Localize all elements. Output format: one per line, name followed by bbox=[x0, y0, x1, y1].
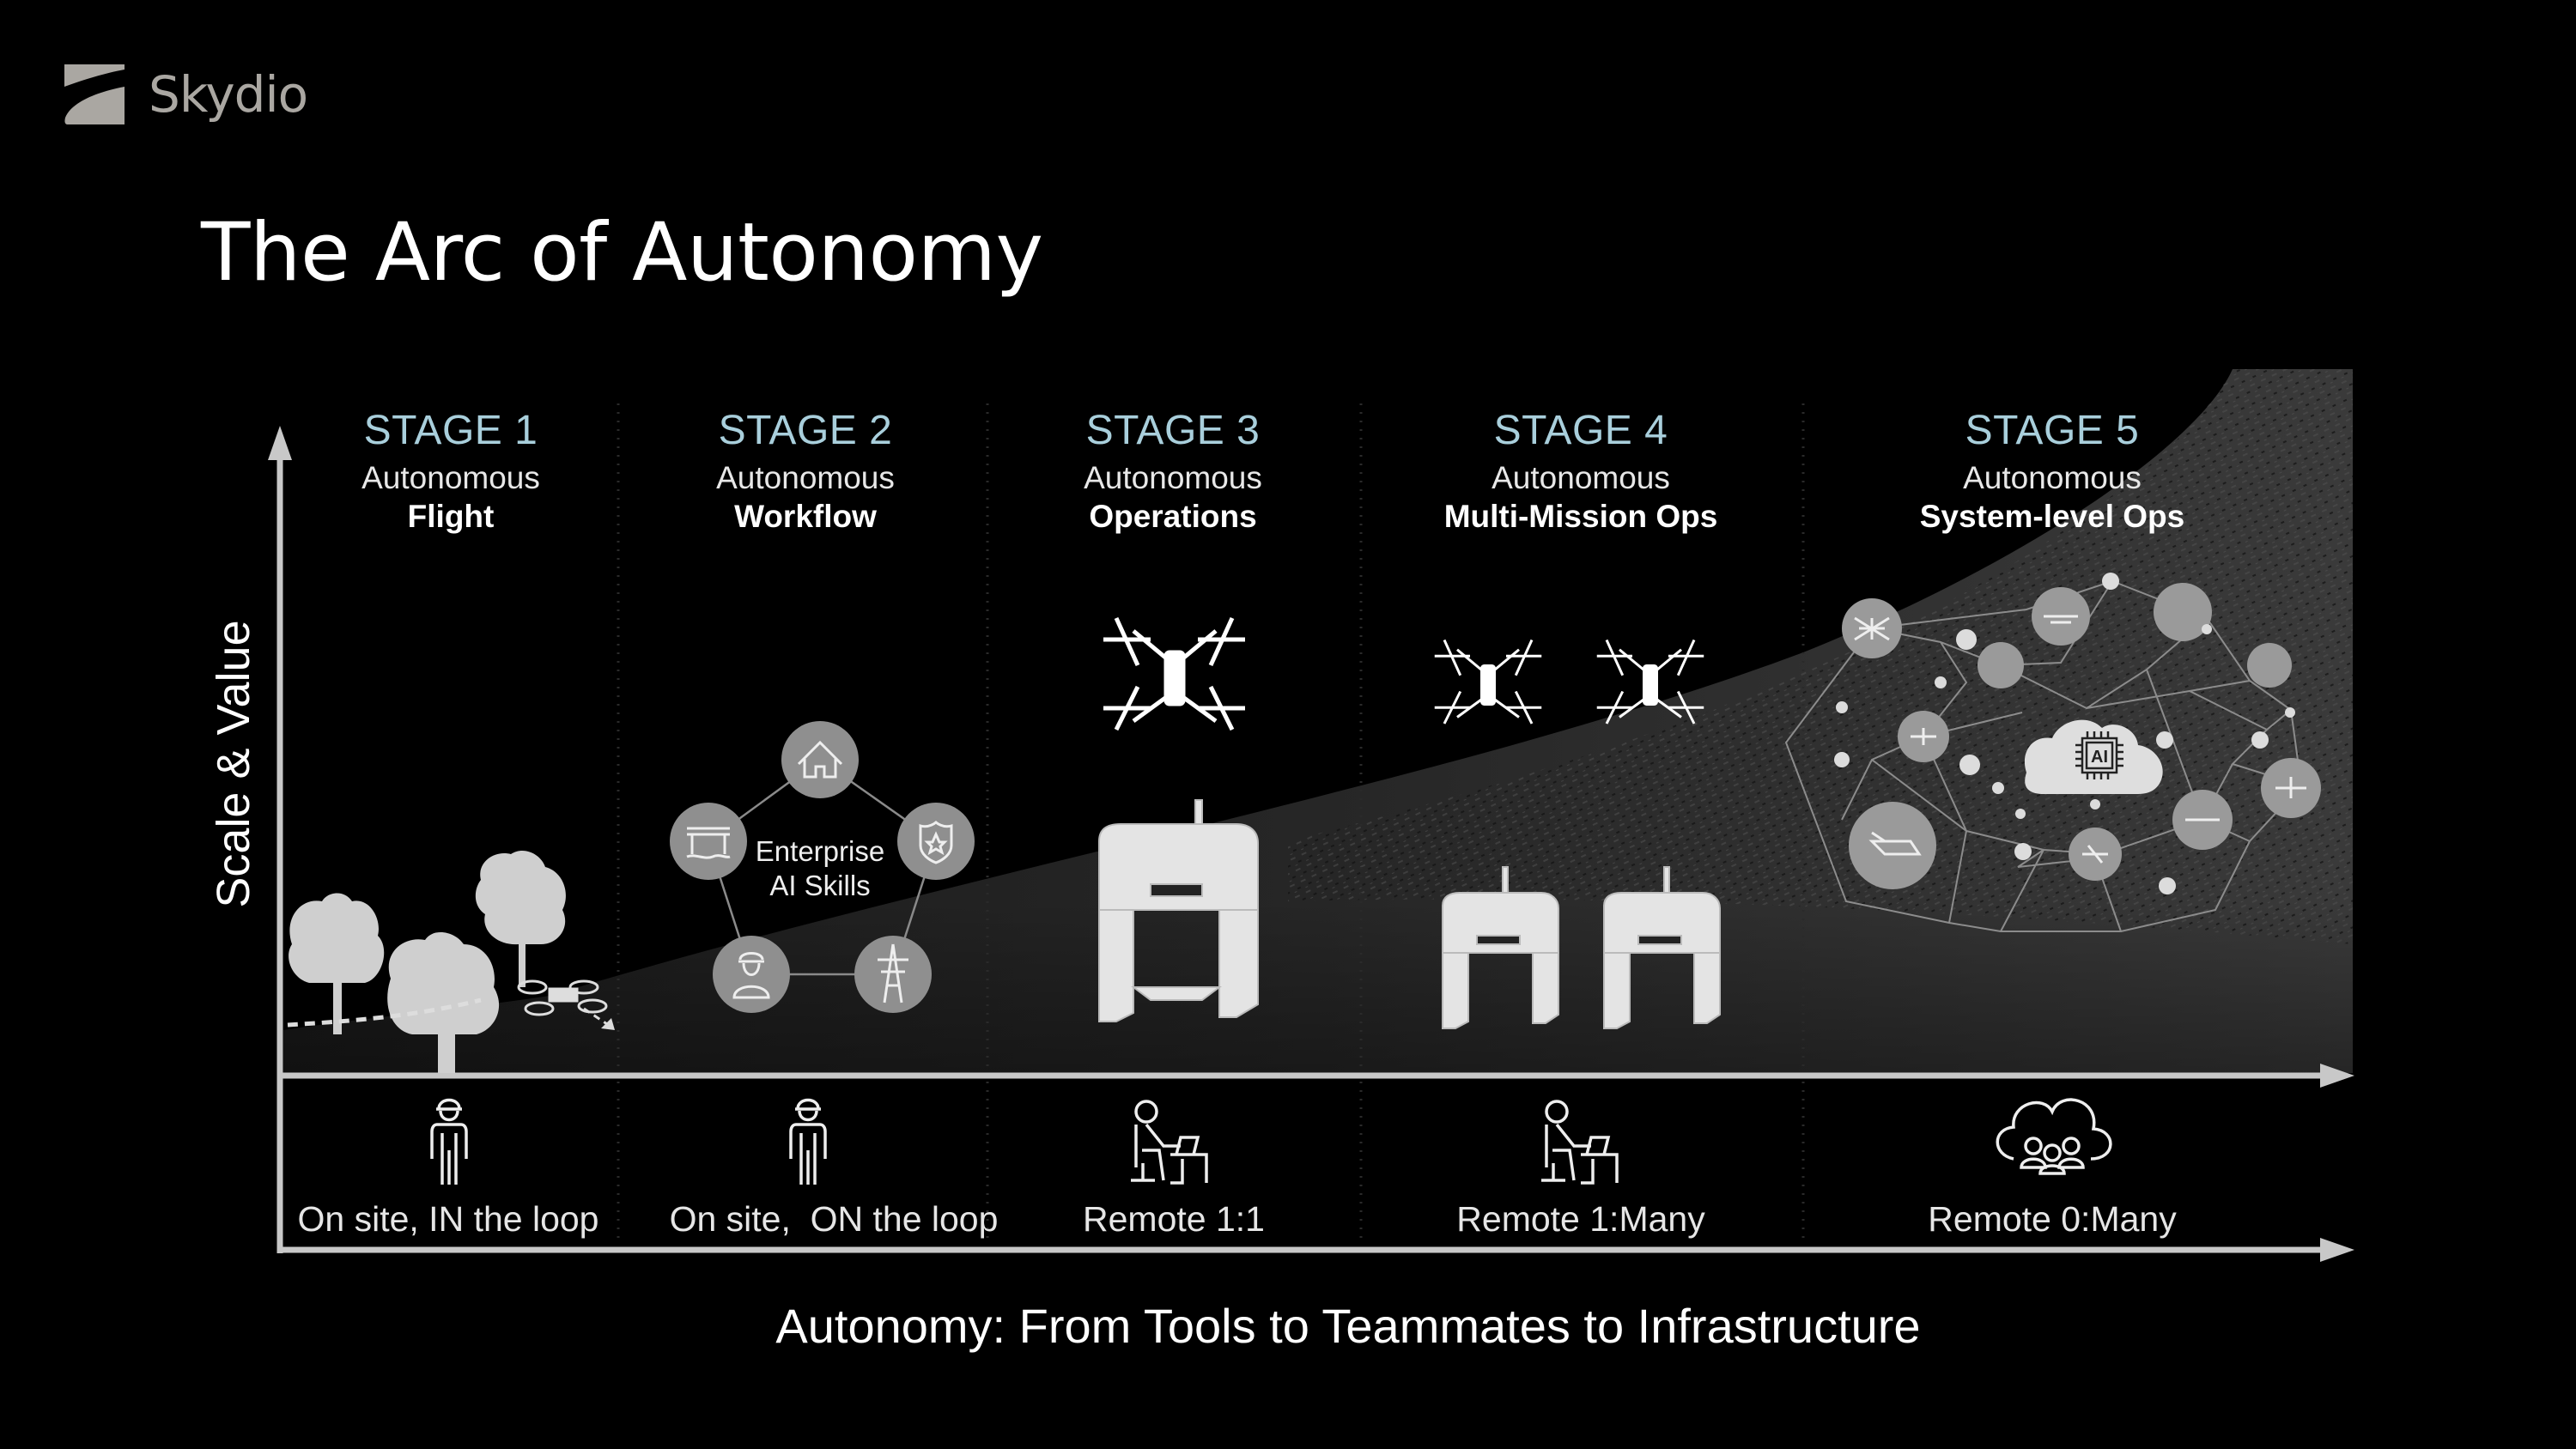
flight-path bbox=[287, 997, 482, 1028]
house-icon bbox=[797, 740, 843, 779]
slide-title: The Arc of Autonomy bbox=[201, 206, 1043, 300]
rising-arc-area bbox=[283, 369, 2353, 1073]
axes bbox=[268, 426, 2354, 1262]
stage-subtitle: Autonomous bbox=[716, 460, 895, 495]
hardhat-worker-icon-2 bbox=[789, 1098, 827, 1185]
stage-subtitle: Autonomous bbox=[1492, 460, 1670, 495]
operator-label-stage-1: On site, IN the loop bbox=[297, 1199, 599, 1239]
stage-number: STAGE 3 bbox=[1085, 408, 1261, 453]
stage5-network-nodes: AI bbox=[1834, 573, 2321, 894]
stage1-drone-icon bbox=[517, 979, 615, 1030]
remote-operator-desk-icon-2 bbox=[1541, 1100, 1619, 1185]
stage-name: System-level Ops bbox=[1919, 499, 2185, 534]
cloud-people-icon bbox=[1996, 1098, 2112, 1175]
hardhat-worker-icon-1 bbox=[430, 1098, 468, 1185]
x-axis-caption: Autonomy: From Tools to Teammates to Inf… bbox=[775, 1299, 1921, 1353]
stage-number: STAGE 1 bbox=[363, 408, 538, 453]
skill-node-house bbox=[781, 721, 859, 798]
stage-5-header: STAGE 5 Autonomous System-level Ops bbox=[1872, 408, 2233, 534]
stage-3-header: STAGE 3 Autonomous Operations bbox=[993, 408, 1353, 534]
enterprise-label-line1: Enterprise bbox=[755, 835, 885, 867]
stage-name: Flight bbox=[407, 499, 495, 534]
stage3-drone-icon bbox=[1103, 616, 1245, 731]
bridge-icon bbox=[686, 827, 731, 859]
stage3-dock bbox=[1098, 799, 1259, 1022]
operator-icons bbox=[430, 1098, 2112, 1185]
stage-name: Operations bbox=[1089, 499, 1257, 534]
enterprise-ai-skills-label: Enterprise AI Skills bbox=[734, 834, 906, 904]
stage-subtitle: Autonomous bbox=[1963, 460, 2142, 495]
stage-number: STAGE 2 bbox=[718, 408, 893, 453]
skill-node-power-tower bbox=[854, 936, 932, 1013]
aircraft-glyphs bbox=[1854, 615, 2306, 864]
stage-subtitle: Autonomous bbox=[361, 460, 540, 495]
operator-label-stage-4: Remote 1:Many bbox=[1456, 1199, 1705, 1239]
stage-number: STAGE 4 bbox=[1493, 408, 1668, 453]
remote-operator-desk-icon-1 bbox=[1131, 1100, 1208, 1185]
stage-4-header: STAGE 4 Autonomous Multi-Mission Ops bbox=[1400, 408, 1761, 534]
skydio-logo-mark-icon bbox=[64, 64, 125, 124]
skill-node-police bbox=[897, 803, 975, 880]
skill-node-bridge bbox=[670, 803, 747, 880]
skydio-logo: Skydio bbox=[64, 64, 308, 125]
stage-1-header: STAGE 1 Autonomous Flight bbox=[270, 408, 631, 534]
stage-subtitle: Autonomous bbox=[1084, 460, 1262, 495]
stage-number: STAGE 5 bbox=[1965, 408, 2140, 453]
stage-name: Multi-Mission Ops bbox=[1443, 499, 1718, 534]
police-shield-icon bbox=[919, 821, 953, 864]
ai-chip-label: AI bbox=[2091, 748, 2108, 767]
stage-name: Workflow bbox=[734, 499, 877, 534]
operator-label-stage-3: Remote 1:1 bbox=[1083, 1199, 1265, 1239]
firefighter-icon bbox=[732, 952, 770, 999]
ai-cloud bbox=[2024, 719, 2163, 794]
stage1-trees-illustration bbox=[289, 850, 566, 1073]
stage-dividers bbox=[617, 403, 1805, 1245]
enterprise-label-line2: AI Skills bbox=[769, 870, 871, 902]
power-tower-icon bbox=[878, 943, 908, 1003]
stage-2-header: STAGE 2 Autonomous Workflow bbox=[625, 408, 986, 534]
brand-name: Skydio bbox=[149, 65, 308, 124]
y-axis-label: Scale & Value bbox=[208, 620, 259, 908]
ai-chip-icon bbox=[2075, 731, 2123, 779]
operator-label-stage-5: Remote 0:Many bbox=[1928, 1199, 2177, 1239]
stage4-drone-icons bbox=[1434, 639, 1704, 724]
stage4-docks bbox=[1442, 866, 1721, 1029]
operator-label-stage-2: On site, ON the loop bbox=[669, 1199, 999, 1239]
